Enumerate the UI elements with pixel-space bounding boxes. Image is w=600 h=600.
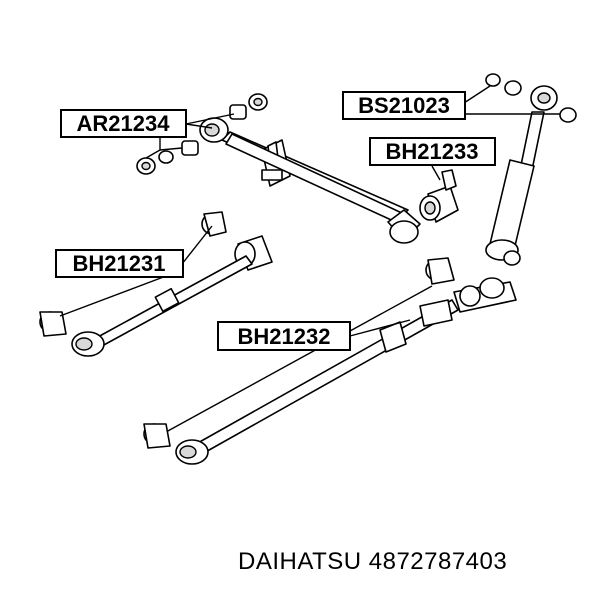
label-bs21023-text: BS21023 [358, 93, 450, 118]
label-bh21233: BH21233 [369, 137, 496, 166]
label-bs21023: BS21023 [342, 91, 466, 120]
label-bh21231: BH21231 [55, 249, 184, 278]
label-bh21231-text: BH21231 [73, 251, 166, 276]
label-bh21233-text: BH21233 [386, 139, 479, 164]
part-caption: DAIHATSU 4872787403 [238, 548, 507, 576]
shock-absorber [485, 73, 577, 266]
label-bh21232: BH21232 [217, 321, 351, 351]
lower-rod-assembly [143, 257, 517, 465]
label-ar21234-text: AR21234 [77, 111, 171, 136]
label-bh21232-text: BH21232 [238, 324, 331, 349]
label-ar21234: AR21234 [60, 109, 187, 138]
upper-arm-assembly [136, 93, 421, 244]
bushing-bh21233 [419, 169, 459, 223]
brand-name: DAIHATSU [238, 548, 362, 575]
lateral-rod-assembly [39, 211, 273, 357]
part-number: 4872787403 [368, 548, 508, 575]
